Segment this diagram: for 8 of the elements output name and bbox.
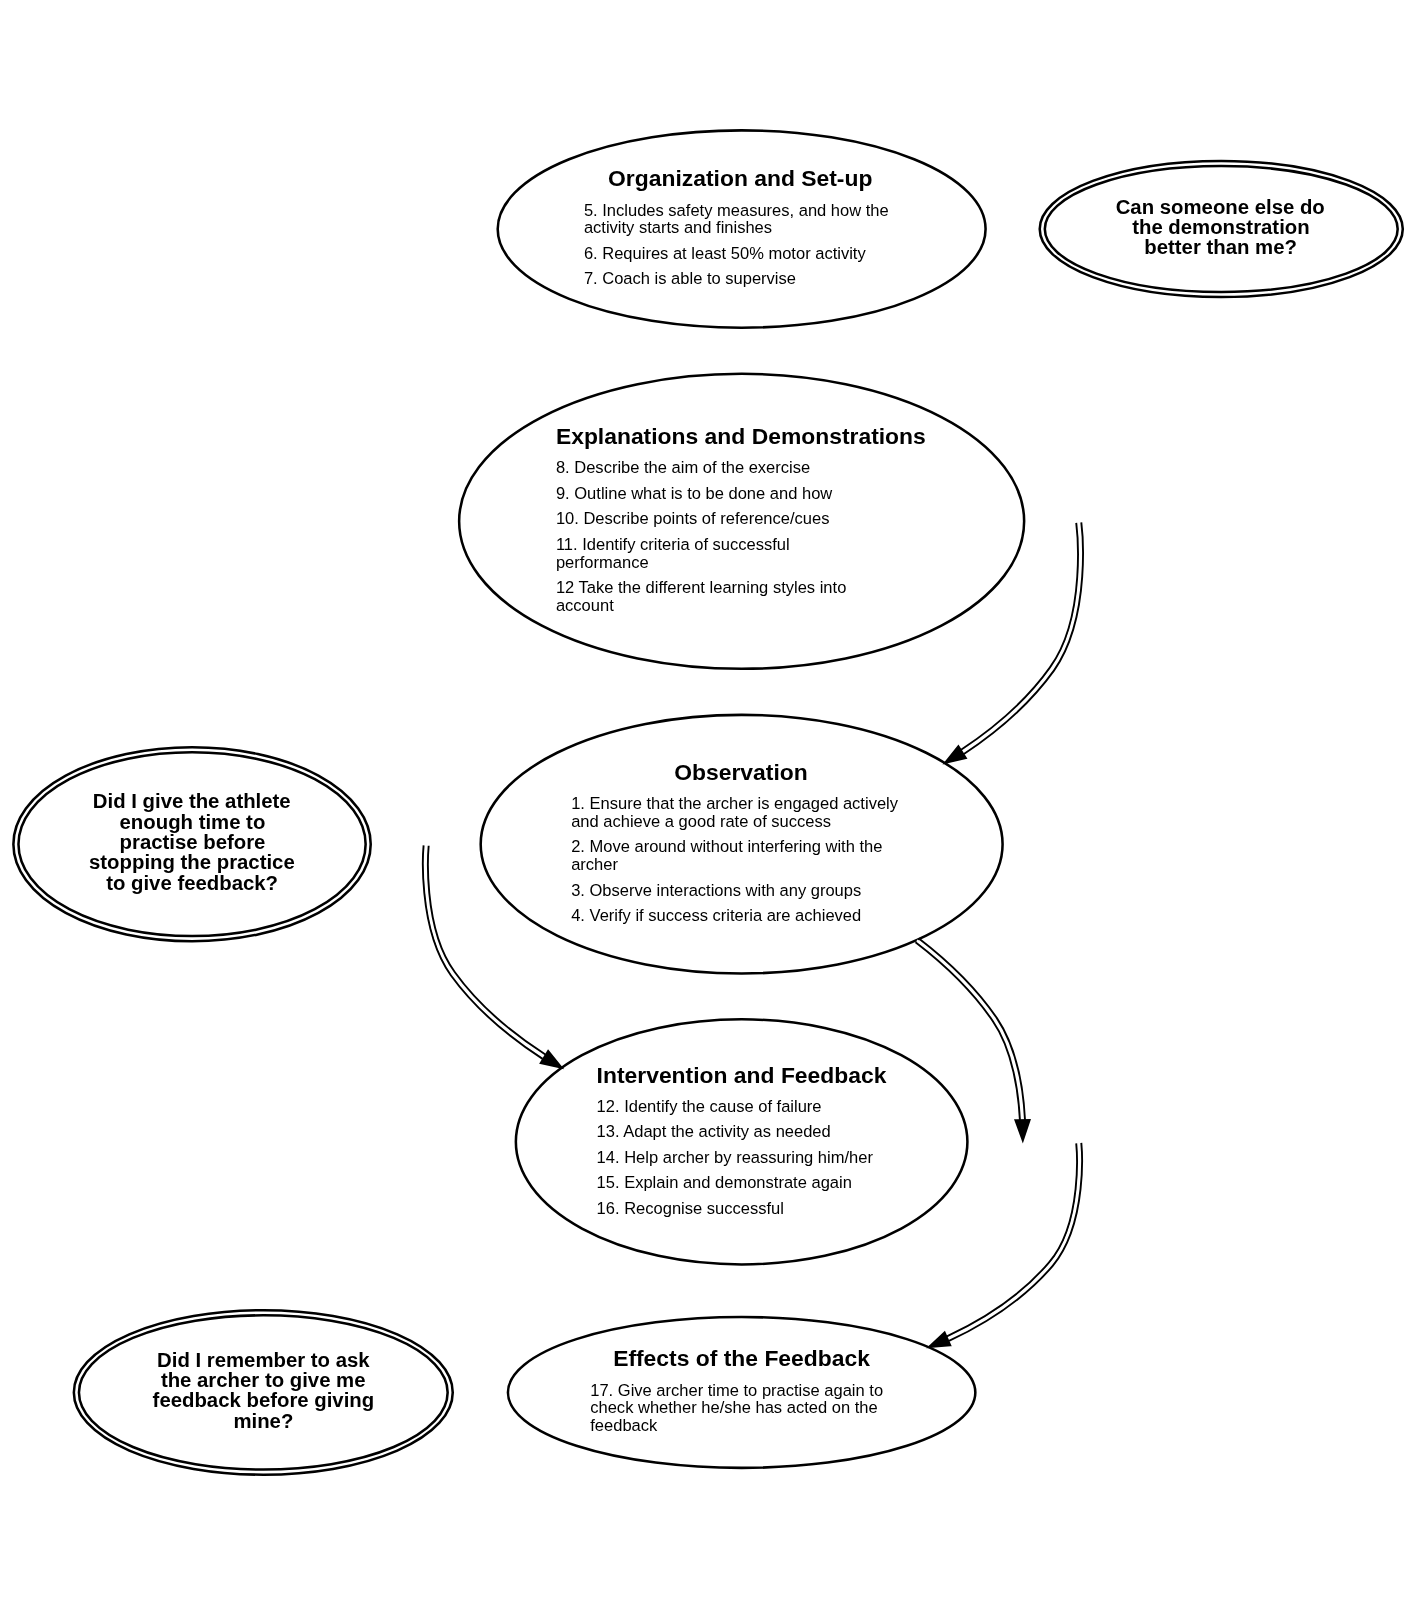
node-ellipse: Organization and Set-up 5. Includes safety measures, and how the activity starts and finishes 6. Requires at least 50% motor activity 7. Coach is able to supervise <box>496 128 987 329</box>
node-ellipse: Observation 1. Ensure that the archer is engaged actively and achieve a good rate of success 2. Move around without interfering with the archer 3. Observe interactions with any groups 4. Verify if success criteria are achieved <box>479 713 1004 975</box>
node-ellipse: Did I remember to ask the archer to give me feedback before giving mine? <box>72 1308 454 1476</box>
node-ellipse: Intervention and Feedback 12. Identify the cause of failure 13. Adapt the activity as needed 14. Help archer by reassuring him/her 15. Explain and demonstrate again 16. Recognise successful <box>514 1017 969 1266</box>
node-ellipse: Effects of the Feedback 17. Give archer time to practise again to check whether he/she has acted on the feedback <box>506 1315 977 1469</box>
node-ellipse: Can someone else do the demonstration better than me? <box>1038 159 1405 298</box>
node-ellipse: Explanations and Demonstrations 8. Describe the aim of the exercise 9. Outline what is to be done and how 10. Describe points of reference/cues 11. Identify criteria of successful performance 12 Take the different learning styles into account <box>457 372 1026 670</box>
node-ellipse: Did I give the athlete enough time to practise before stopping the practice to give feedback? <box>12 745 372 942</box>
